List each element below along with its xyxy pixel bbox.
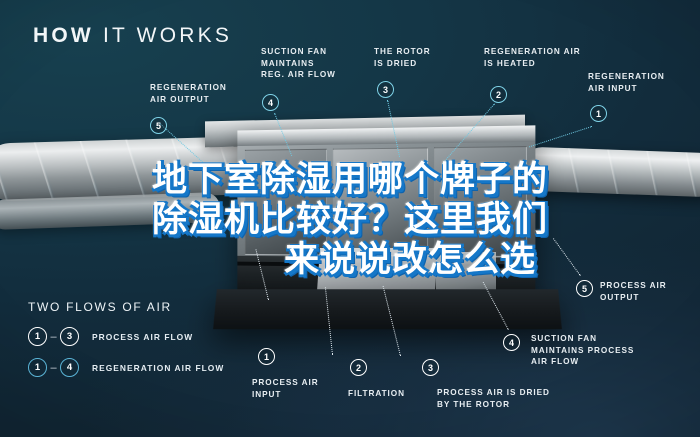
callout-marker-3-rotor-dried[interactable]: 3 [377, 81, 394, 98]
callout-marker-3-process-dried[interactable]: 3 [422, 359, 439, 376]
callout-label-regeneration-air-output: REGENERATION AIR OUTPUT [150, 83, 227, 104]
legend-two-flows-of-air: TWO FLOWS OF AIR 1 – 3 PROCESS AIR FLOW … [28, 300, 224, 389]
headline-line-1: 地下室除湿用哪个牌子的 [151, 160, 548, 200]
callout-number-text: 3 [427, 362, 433, 373]
legend-label-regeneration-air-flow: REGENERATION AIR FLOW [92, 362, 225, 373]
callout-suction-fan-process[interactable]: SUCTION FAN MAINTAINS PROCESS AIR FLOW [531, 333, 634, 368]
callout-label-suction-fan-process: SUCTION FAN MAINTAINS PROCESS AIR FLOW [531, 334, 635, 367]
callout-label-suction-fan-regeneration: SUCTION FAN MAINTAINS REG. AIR FLOW [261, 47, 336, 80]
duct-top-icon [205, 114, 525, 148]
cabinet-top-rail [237, 125, 536, 147]
leader-line-4-top [274, 113, 293, 157]
callout-label-process-air-dried: PROCESS AIR IS DRIED BY THE ROTOR [437, 388, 550, 409]
legend-circle-to-text: 4 [66, 362, 73, 373]
callout-number-text: 1 [595, 108, 601, 119]
legend-circle-from-text: 1 [34, 362, 41, 373]
callout-number-text: 4 [508, 337, 514, 348]
leader-line-3-top [387, 100, 401, 157]
callout-number-text: 5 [581, 283, 587, 294]
callout-number-text: 3 [382, 84, 388, 95]
callout-regeneration-air-output[interactable]: REGENERATION AIR OUTPUT [150, 82, 227, 105]
callout-number-text: 1 [263, 351, 269, 362]
page-title-part2: IT WORKS [102, 24, 233, 47]
callout-process-air-output[interactable]: PROCESS AIR OUTPUT [600, 280, 667, 303]
callout-rotor-is-dried[interactable]: THE ROTOR IS DRIED [374, 46, 431, 69]
headline-overlay: 地下室除湿用哪个牌子的 除湿机比较好？这里我们 来说说改怎么选 [0, 160, 700, 280]
callout-marker-2-regeneration-heated[interactable]: 2 [490, 86, 507, 103]
leader-line-5-top [159, 123, 207, 166]
callout-filtration[interactable]: FILTRATION [348, 388, 405, 400]
legend-circle-to: 3 [60, 327, 79, 346]
legend-circle-to: 4 [60, 358, 79, 377]
callout-label-filtration: FILTRATION [348, 389, 405, 398]
legend-row-process-air-flow[interactable]: 1 – 3 PROCESS AIR FLOW [28, 327, 224, 346]
callout-label-regeneration-air-input: REGENERATION AIR INPUT [588, 72, 665, 93]
callout-marker-4-suction-fan-reg[interactable]: 4 [262, 94, 279, 111]
callout-number-text: 4 [267, 97, 273, 108]
leader-line-2-top [441, 103, 495, 165]
callout-marker-2-filtration[interactable]: 2 [350, 359, 367, 376]
legend-circle-to-text: 3 [66, 331, 73, 342]
callout-regeneration-air-heated[interactable]: REGENERATION AIR IS HEATED [484, 46, 581, 69]
page-title: HOW IT WORKS [33, 24, 232, 48]
callout-number-text: 5 [155, 120, 161, 131]
callout-marker-5-process-output[interactable]: 5 [576, 280, 593, 297]
callout-process-air-input[interactable]: PROCESS AIR INPUT [252, 377, 319, 400]
callout-label-process-air-input: PROCESS AIR INPUT [252, 378, 319, 399]
legend-circle-from: 1 [28, 327, 47, 346]
headline-line-2: 除湿机比较好？这里我们 [151, 200, 548, 240]
callout-label-rotor-is-dried: THE ROTOR IS DRIED [374, 47, 431, 68]
leader-line-3-bottom [382, 285, 401, 356]
leader-line-4-bottom [482, 281, 509, 330]
callout-label-regeneration-air-heated: REGENERATION AIR IS HEATED [484, 47, 581, 68]
legend-dash: – [50, 361, 57, 374]
callout-marker-5-regeneration-output[interactable]: 5 [150, 117, 167, 134]
leader-line-2-bottom [324, 287, 333, 355]
legend-row-regeneration-air-flow[interactable]: 1 – 4 REGENERATION AIR FLOW [28, 358, 224, 377]
legend-label-process-air-flow: PROCESS AIR FLOW [92, 331, 194, 342]
legend-circle-from-text: 1 [34, 331, 41, 342]
callout-regeneration-air-input[interactable]: REGENERATION AIR INPUT [588, 71, 665, 94]
callout-marker-1-process-input[interactable]: 1 [258, 348, 275, 365]
callout-number-text: 2 [495, 89, 501, 100]
headline-line-3: 来说说改怎么选 [283, 240, 536, 280]
callout-process-air-dried[interactable]: PROCESS AIR IS DRIED BY THE ROTOR [437, 387, 550, 410]
callout-marker-1-regeneration-input[interactable]: 1 [590, 105, 607, 122]
leader-line-1-top [528, 126, 592, 148]
callout-marker-4-suction-fan-process[interactable]: 4 [503, 334, 520, 351]
callout-label-process-air-output: PROCESS AIR OUTPUT [600, 281, 667, 302]
legend-heading: TWO FLOWS OF AIR [28, 300, 172, 314]
page-title-part1: HOW [33, 24, 94, 47]
callout-number-text: 2 [355, 362, 361, 373]
callout-suction-fan-regeneration[interactable]: SUCTION FAN MAINTAINS REG. AIR FLOW [261, 46, 336, 81]
legend-dash: – [50, 330, 57, 343]
legend-circle-from: 1 [28, 358, 47, 377]
